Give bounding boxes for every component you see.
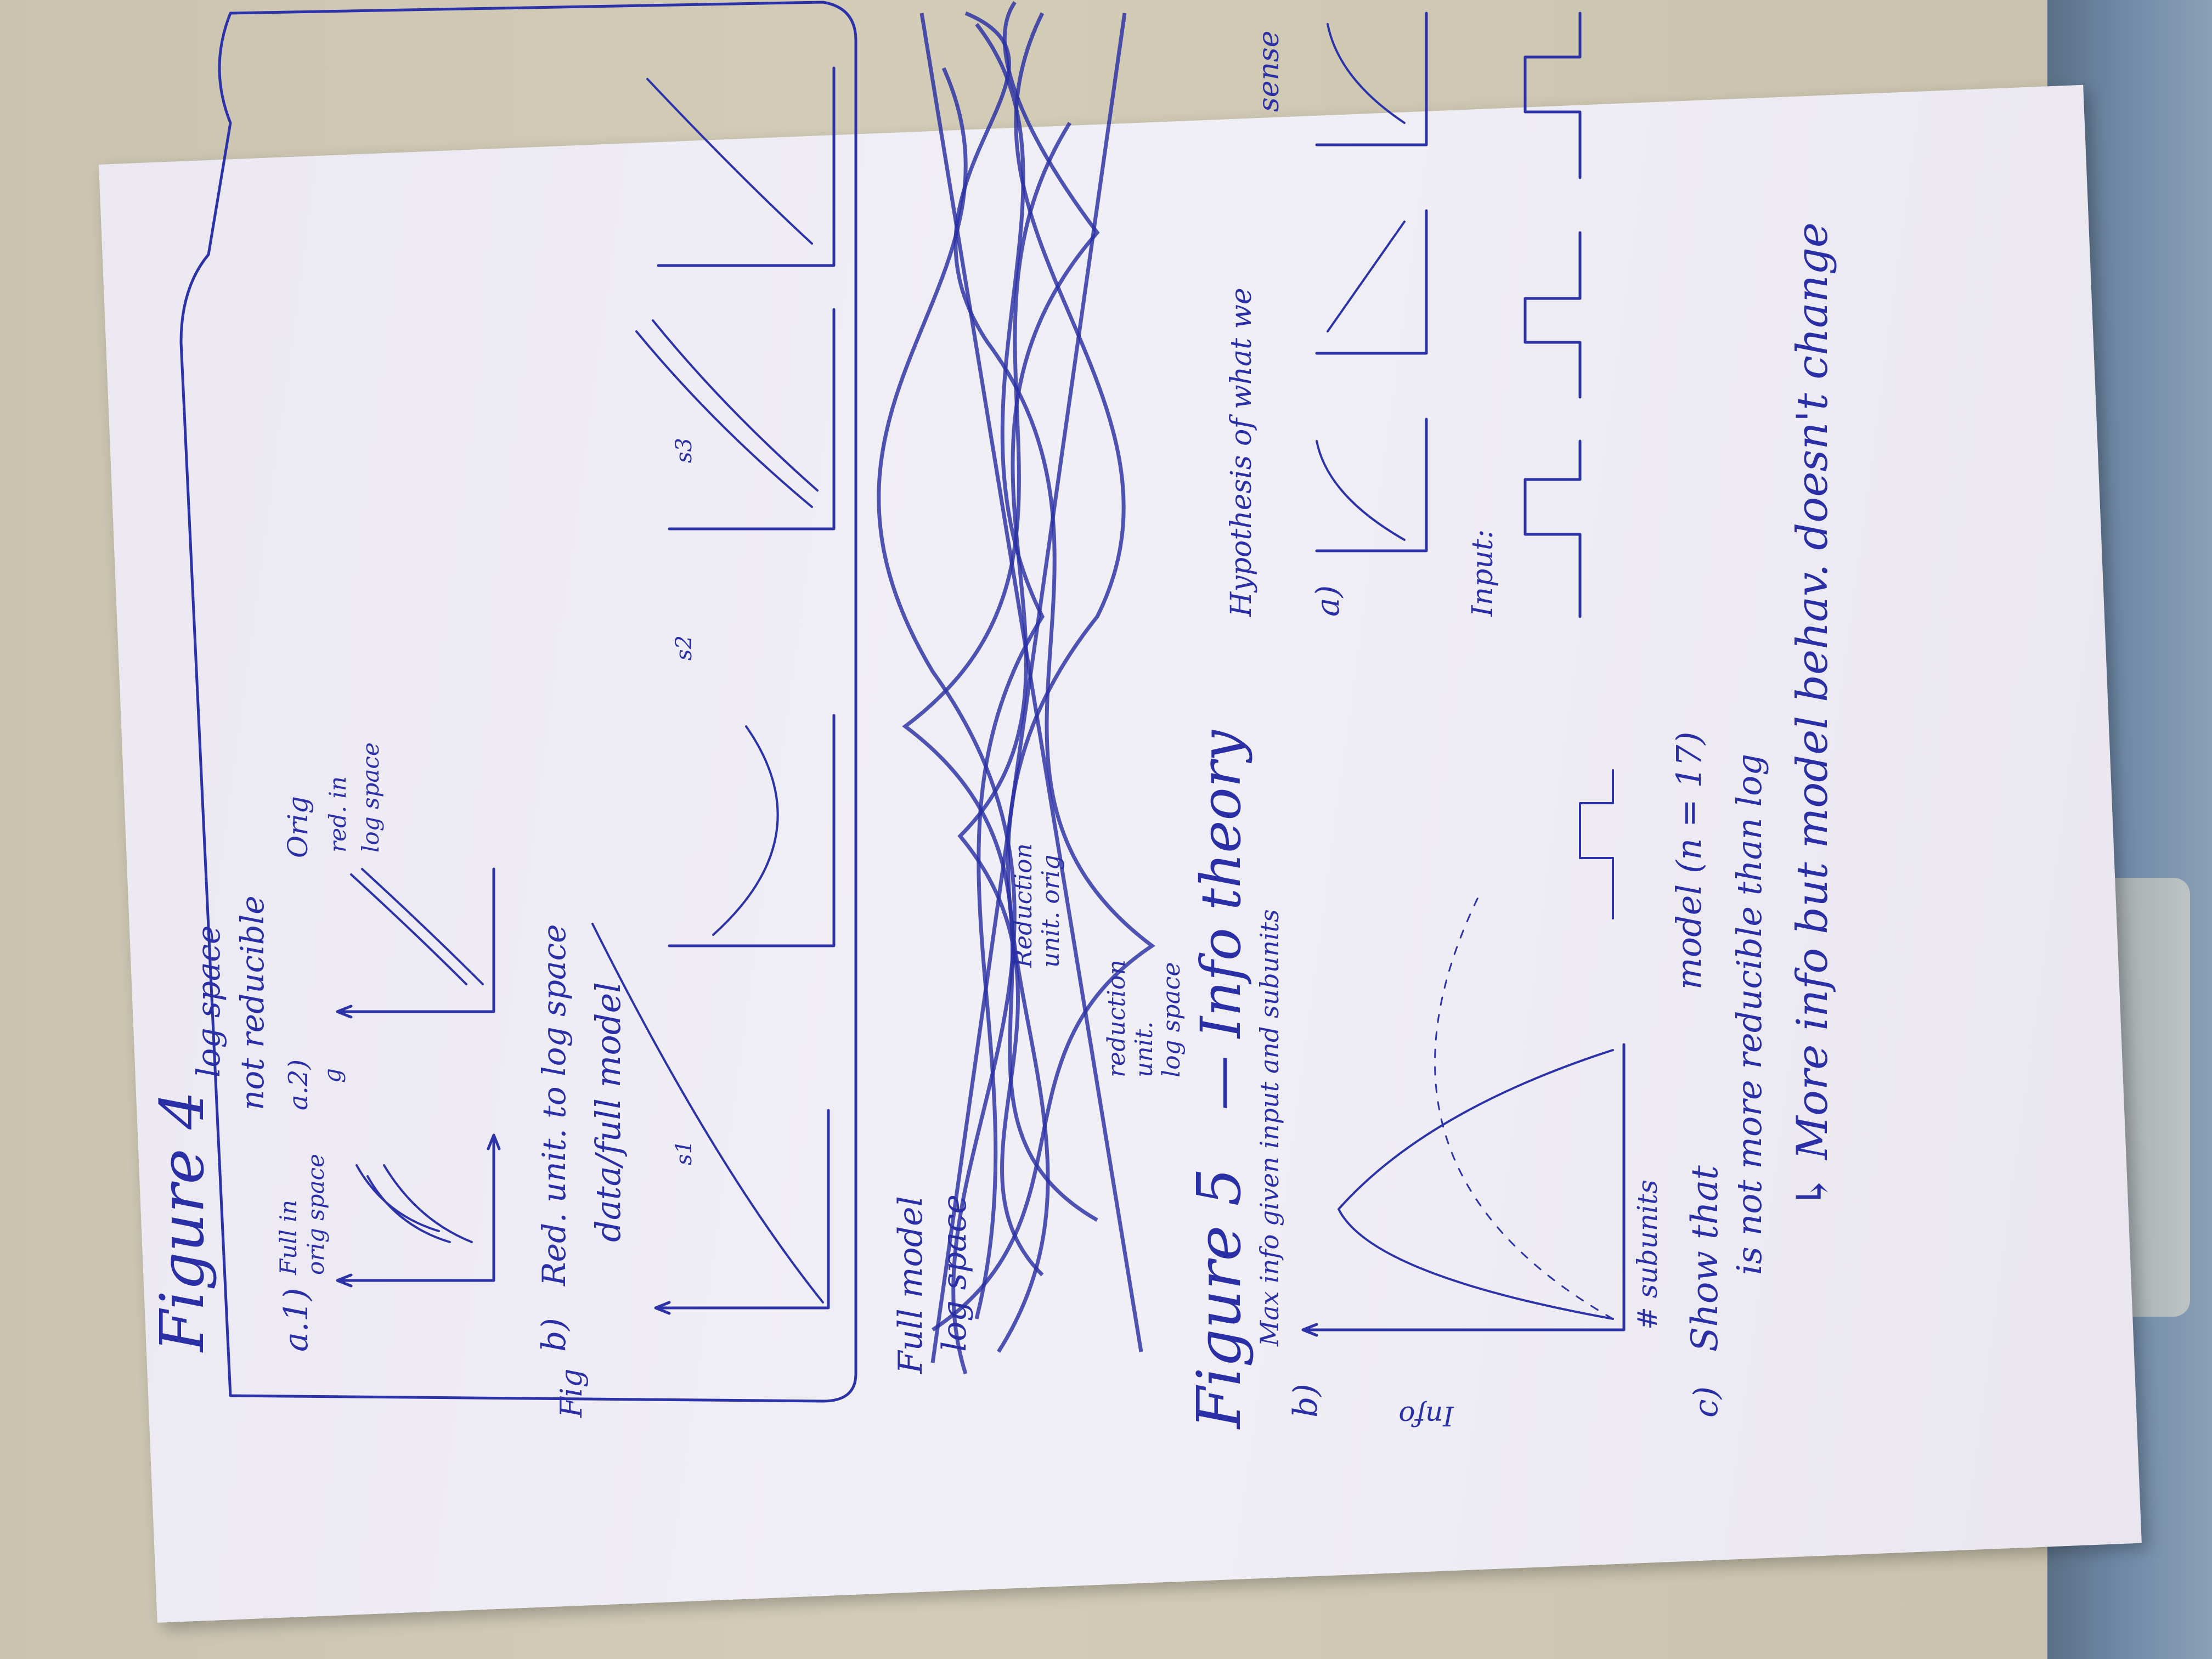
figure4-a1-label: a.1)	[277, 1288, 315, 1352]
figure4-box	[179, 1, 857, 1403]
figure5-c-text3: is not more reducible than log	[1729, 754, 1769, 1275]
reduction-orig-2: unit. orig	[1037, 855, 1065, 968]
hypothesis-plot-1	[1315, 417, 1428, 552]
figure5-c-text1: Show that	[1684, 1165, 1726, 1352]
figure5-subtitle: — Info theory	[1189, 730, 1253, 1110]
hypothesis-plot-2	[1315, 209, 1428, 355]
figure5-c-text4: ↳ More info but model behav. doesn't cha…	[1788, 222, 1837, 1209]
figure5-b-label: b)	[1286, 1384, 1325, 1418]
figure4-a2-label: a.2)	[283, 1059, 314, 1110]
figure4-red-log-2: log space	[357, 742, 384, 853]
figure4-g-label: g	[319, 1068, 346, 1083]
figure4-a1-caption-2: orig space	[302, 1154, 329, 1275]
plot-s1: s1	[591, 923, 830, 1315]
s2-label: s2	[672, 635, 697, 661]
plot-a2	[336, 867, 495, 1019]
figure5-x-axis: # subunits	[1632, 1180, 1663, 1330]
figure4-red-log-1: red. in	[324, 776, 351, 853]
reduction-log-1: reduction	[1103, 960, 1131, 1077]
s1-label: s1	[672, 1140, 697, 1165]
hypothesis-a-label: a)	[1309, 585, 1346, 617]
plot-s-last	[646, 66, 836, 267]
full-model-label-1: Full model	[891, 1196, 930, 1374]
figure5-y-axis: Info	[1398, 1400, 1454, 1432]
hypothesis-text: Hypothesis of what we	[1225, 287, 1258, 617]
figure5-title: Figure 5	[1184, 1168, 1254, 1430]
figure4-log-note-2: not reducible	[234, 895, 271, 1110]
figure4-log-note-1: log space	[190, 926, 227, 1077]
figure5-c-label: c)	[1687, 1386, 1725, 1418]
figure5-info-plot	[1301, 769, 1626, 1337]
input-square-waves	[1523, 12, 1582, 618]
figure4-b-text: Red. unit. to log space	[535, 924, 573, 1286]
figure4-orig-label: Orig	[282, 796, 314, 858]
figure4-fig-margin: Fig	[554, 1369, 589, 1418]
figure4-b-text2: data/full model	[588, 982, 628, 1242]
figure5-c-text2: model (n = 17)	[1669, 731, 1709, 990]
figure4-title: Figure 4	[147, 1091, 217, 1353]
hypothesis-plot-3	[1315, 12, 1428, 146]
reduction-log-3: log space	[1158, 962, 1186, 1077]
figure4-b-label: b)	[535, 1318, 573, 1352]
hypothesis-input-label: Input:	[1466, 529, 1499, 617]
scribble-cross-out	[877, 1, 1156, 1375]
figure4-a1-caption-1: Full in	[275, 1200, 302, 1276]
reduction-log-2: unit.	[1130, 1022, 1158, 1077]
s3-label: s3	[672, 438, 697, 463]
hypothesis-text-2: sense	[1252, 31, 1285, 112]
plot-a1	[336, 1133, 501, 1288]
plot-s3: s3	[635, 308, 836, 531]
figure5-max-info: Max info given input and subunits	[1255, 909, 1284, 1347]
plot-s2: s2	[668, 635, 836, 947]
